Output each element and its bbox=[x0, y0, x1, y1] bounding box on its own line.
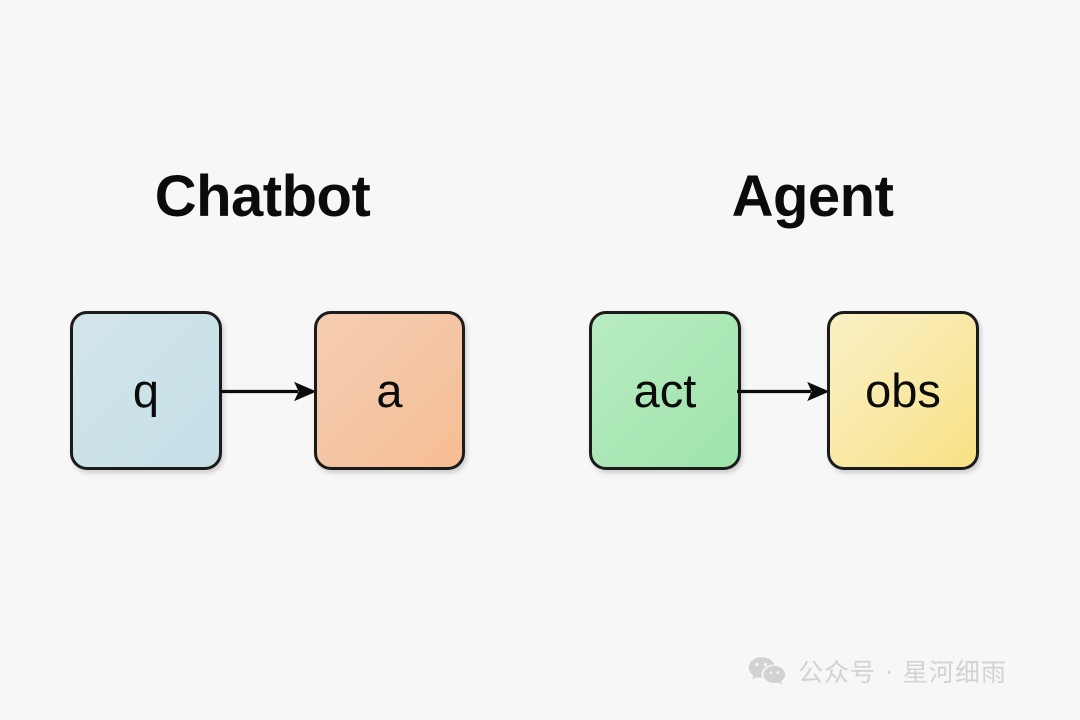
arrow-act-to-obs bbox=[737, 381, 830, 402]
node-act: act bbox=[589, 311, 741, 470]
node-act-label: act bbox=[633, 364, 697, 417]
watermark-text: 公众号 · 星河细雨 bbox=[798, 657, 1007, 687]
arrow-q-to-a bbox=[220, 381, 317, 402]
section-title-chatbot: Chatbot bbox=[154, 164, 371, 229]
wechat-icon bbox=[748, 657, 786, 685]
watermark: 公众号 · 星河细雨 bbox=[748, 652, 1007, 692]
node-obs: obs bbox=[827, 311, 979, 470]
node-q: q bbox=[70, 311, 222, 470]
section-title-agent: Agent bbox=[731, 164, 894, 229]
node-a: a bbox=[314, 311, 465, 470]
node-obs-label: obs bbox=[865, 364, 941, 417]
node-a-label: a bbox=[376, 364, 403, 417]
node-q-label: q bbox=[132, 364, 160, 417]
